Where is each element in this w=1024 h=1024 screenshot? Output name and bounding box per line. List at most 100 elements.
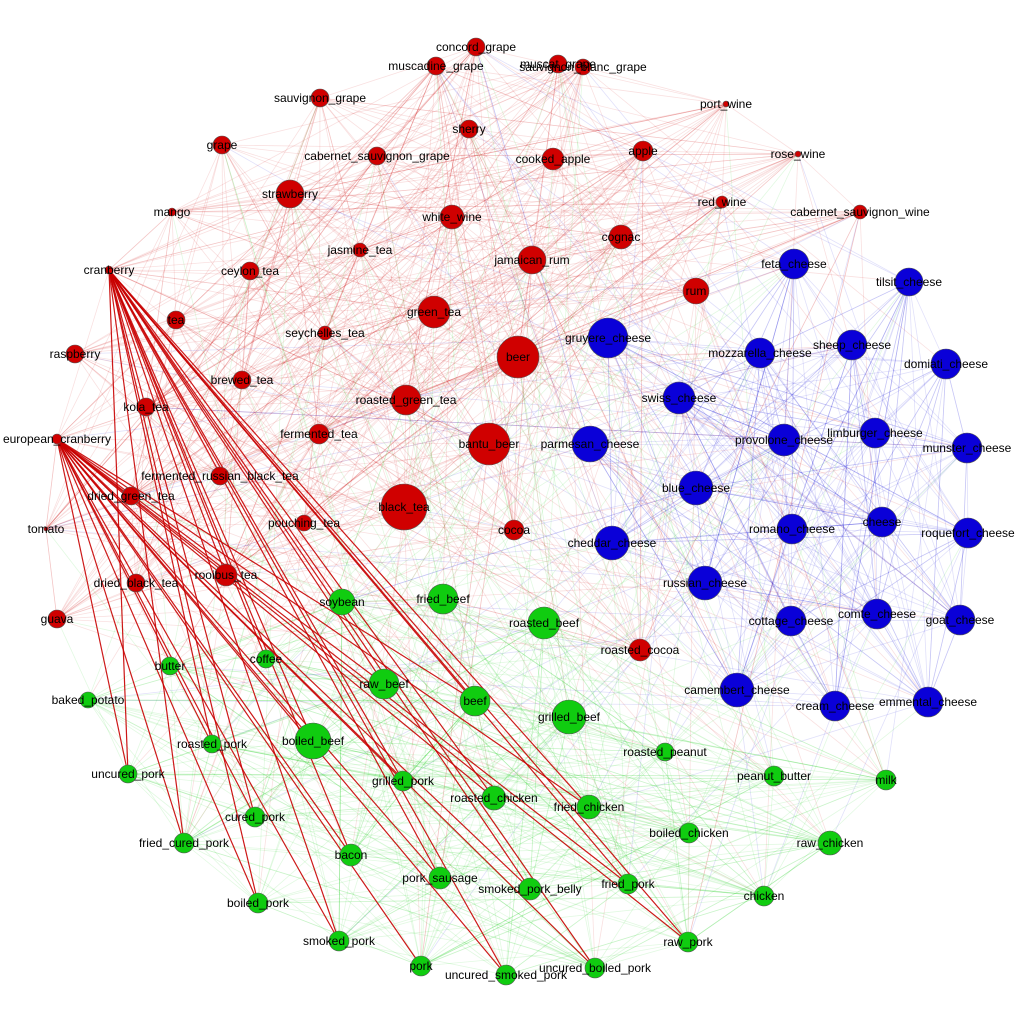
node-european_cranberry[interactable] [51, 433, 63, 445]
node-cognac[interactable] [608, 224, 634, 250]
node-boiled_chicken[interactable] [678, 822, 700, 844]
node-kola_tea[interactable] [136, 397, 156, 417]
node-feta_cheese[interactable] [778, 248, 810, 280]
node-fermented_russian_black_tea[interactable] [210, 466, 230, 486]
node-gruyere_cheese[interactable] [587, 317, 629, 359]
node-fried_chicken[interactable] [576, 794, 602, 820]
node-white_wine[interactable] [439, 204, 465, 230]
node-provolone_cheese[interactable] [767, 423, 801, 457]
node-coffee[interactable] [256, 649, 276, 669]
node-sauvignon_blanc_grape[interactable] [574, 58, 592, 76]
node-rum[interactable] [682, 277, 710, 305]
node-tomato[interactable] [43, 526, 49, 532]
node-swiss_cheese[interactable] [662, 381, 696, 415]
node-grape[interactable] [212, 135, 232, 155]
node-raw_beef[interactable] [368, 668, 400, 700]
node-roasted_chicken[interactable] [481, 785, 507, 811]
node-baked_potato[interactable] [79, 691, 97, 709]
node-dried_black_tea[interactable] [126, 573, 146, 593]
node-jamaican_rum[interactable] [517, 245, 547, 275]
node-romano_cheese[interactable] [776, 513, 808, 545]
node-grilled_pork[interactable] [392, 770, 414, 792]
node-soybean[interactable] [328, 588, 356, 616]
node-comte_cheese[interactable] [861, 598, 893, 630]
node-milk[interactable] [875, 769, 897, 791]
node-mozzarella_cheese[interactable] [744, 337, 776, 369]
node-cream_cheese[interactable] [819, 690, 851, 722]
node-jasmine_tea[interactable] [352, 242, 368, 258]
node-rose_wine[interactable] [794, 150, 802, 158]
node-roasted_green_tea[interactable] [390, 384, 422, 416]
node-raw_chicken[interactable] [817, 830, 843, 856]
node-parmesan_cheese[interactable] [571, 425, 609, 463]
node-raspberry[interactable] [65, 344, 85, 364]
node-uncured_boiled_pork[interactable] [584, 957, 606, 979]
node-smoked_pork_belly[interactable] [518, 877, 542, 901]
node-raw_pork[interactable] [677, 931, 699, 953]
node-grilled_beef[interactable] [551, 699, 587, 735]
node-beef[interactable] [459, 685, 491, 717]
node-tea[interactable] [166, 310, 186, 330]
node-russian_cheese[interactable] [687, 565, 723, 601]
node-red_wine[interactable] [715, 195, 729, 209]
node-cheese[interactable] [866, 506, 898, 538]
node-pouching_tea[interactable] [295, 514, 313, 532]
node-fried_pork[interactable] [617, 873, 639, 895]
node-camembert_cheese[interactable] [719, 672, 755, 708]
node-uncured_pork[interactable] [118, 764, 138, 784]
node-muscat_grape[interactable] [548, 54, 568, 74]
node-green_tea[interactable] [417, 295, 451, 329]
node-tilsit_cheese[interactable] [894, 267, 924, 297]
node-roasted_peanut[interactable] [655, 742, 675, 762]
node-fermented_tea[interactable] [308, 423, 330, 445]
node-butter[interactable] [160, 656, 180, 676]
node-boiled_beef[interactable] [294, 722, 332, 760]
node-sherry[interactable] [459, 119, 479, 139]
node-cranberry[interactable] [104, 265, 114, 275]
node-seychelles_tea[interactable] [317, 325, 333, 341]
node-roquefort_cheese[interactable] [952, 517, 984, 549]
node-roasted_cocoa[interactable] [628, 638, 652, 662]
node-ceylon_tea[interactable] [240, 261, 260, 281]
node-blue_cheese[interactable] [678, 470, 714, 506]
node-fried_cured_pork[interactable] [173, 832, 195, 854]
node-brewed_tea[interactable] [232, 370, 252, 390]
node-cocoa[interactable] [503, 519, 525, 541]
node-rooibus_tea[interactable] [214, 563, 238, 587]
node-uncured_smoked_pork[interactable] [495, 964, 517, 986]
node-roasted_pork[interactable] [202, 734, 222, 754]
node-mango[interactable] [167, 207, 177, 217]
node-cabernet_sauvignon_grape[interactable] [367, 146, 387, 166]
node-muscadine_grape[interactable] [426, 56, 446, 76]
node-bantu_beer[interactable] [467, 422, 511, 466]
node-cottage_cheese[interactable] [775, 605, 807, 637]
node-concord_grape[interactable] [466, 37, 486, 57]
node-cheddar_cheese[interactable] [594, 525, 630, 561]
node-munster_cheese[interactable] [951, 432, 983, 464]
node-fried_beef[interactable] [427, 583, 459, 615]
node-goat_cheese[interactable] [944, 604, 976, 636]
node-emmental_cheese[interactable] [912, 686, 944, 718]
node-cured_pork[interactable] [244, 806, 266, 828]
node-pork_sausage[interactable] [428, 866, 452, 890]
node-limburger_cheese[interactable] [859, 417, 891, 449]
node-beer[interactable] [496, 335, 540, 379]
node-sauvignon_grape[interactable] [310, 88, 330, 108]
node-guava[interactable] [47, 609, 67, 629]
node-peanut_butter[interactable] [763, 765, 785, 787]
node-chicken[interactable] [753, 885, 775, 907]
node-pork[interactable] [410, 955, 432, 977]
node-black_tea[interactable] [380, 483, 428, 531]
node-cooked_apple[interactable] [541, 147, 565, 171]
node-bacon[interactable] [339, 843, 363, 867]
node-strawberry[interactable] [275, 179, 305, 209]
node-roasted_beef[interactable] [527, 606, 561, 640]
node-dried_green_tea[interactable] [121, 486, 141, 506]
node-cabernet_sauvignon_wine[interactable] [852, 204, 868, 220]
node-sheep_cheese[interactable] [836, 329, 868, 361]
node-boiled_pork[interactable] [247, 892, 269, 914]
node-domiati_cheese[interactable] [930, 348, 962, 380]
node-smoked_pork[interactable] [328, 930, 350, 952]
node-apple[interactable] [632, 140, 654, 162]
node-port_wine[interactable] [722, 100, 730, 108]
